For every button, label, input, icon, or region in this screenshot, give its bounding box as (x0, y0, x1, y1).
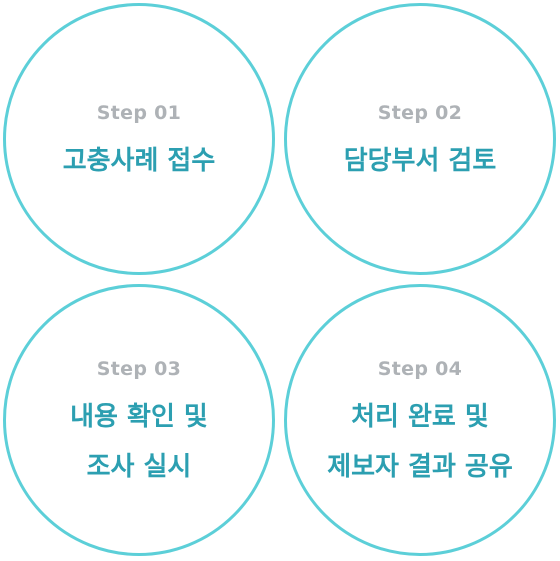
step-title-line: 제보자 결과 공유 (327, 452, 513, 482)
step-title-line: 고충사례 접수 (62, 146, 216, 176)
step-circle-02: Step 02 담당부서 검토 (284, 3, 556, 275)
step-title-line: 처리 완료 및 (351, 402, 489, 432)
step-title: 내용 확인 및 조사 실시 (70, 401, 208, 483)
step-title-line: 내용 확인 및 (70, 402, 208, 432)
step-title: 담당부서 검토 (344, 145, 497, 177)
step-label: Step 04 (377, 358, 463, 380)
step-title: 고충사례 접수 (63, 145, 216, 177)
step-title: 처리 완료 및 제보자 결과 공유 (327, 401, 513, 483)
step-title-line: 조사 실시 (86, 452, 192, 482)
step-label: Step 02 (377, 102, 463, 124)
step-label: Step 01 (96, 102, 182, 124)
step-label: Step 03 (96, 358, 182, 380)
step-circle-04: Step 04 처리 완료 및 제보자 결과 공유 (284, 284, 556, 556)
step-title-line: 담당부서 검토 (343, 146, 497, 176)
step-circle-03: Step 03 내용 확인 및 조사 실시 (3, 284, 275, 556)
step-circle-01: Step 01 고충사례 접수 (3, 3, 275, 275)
